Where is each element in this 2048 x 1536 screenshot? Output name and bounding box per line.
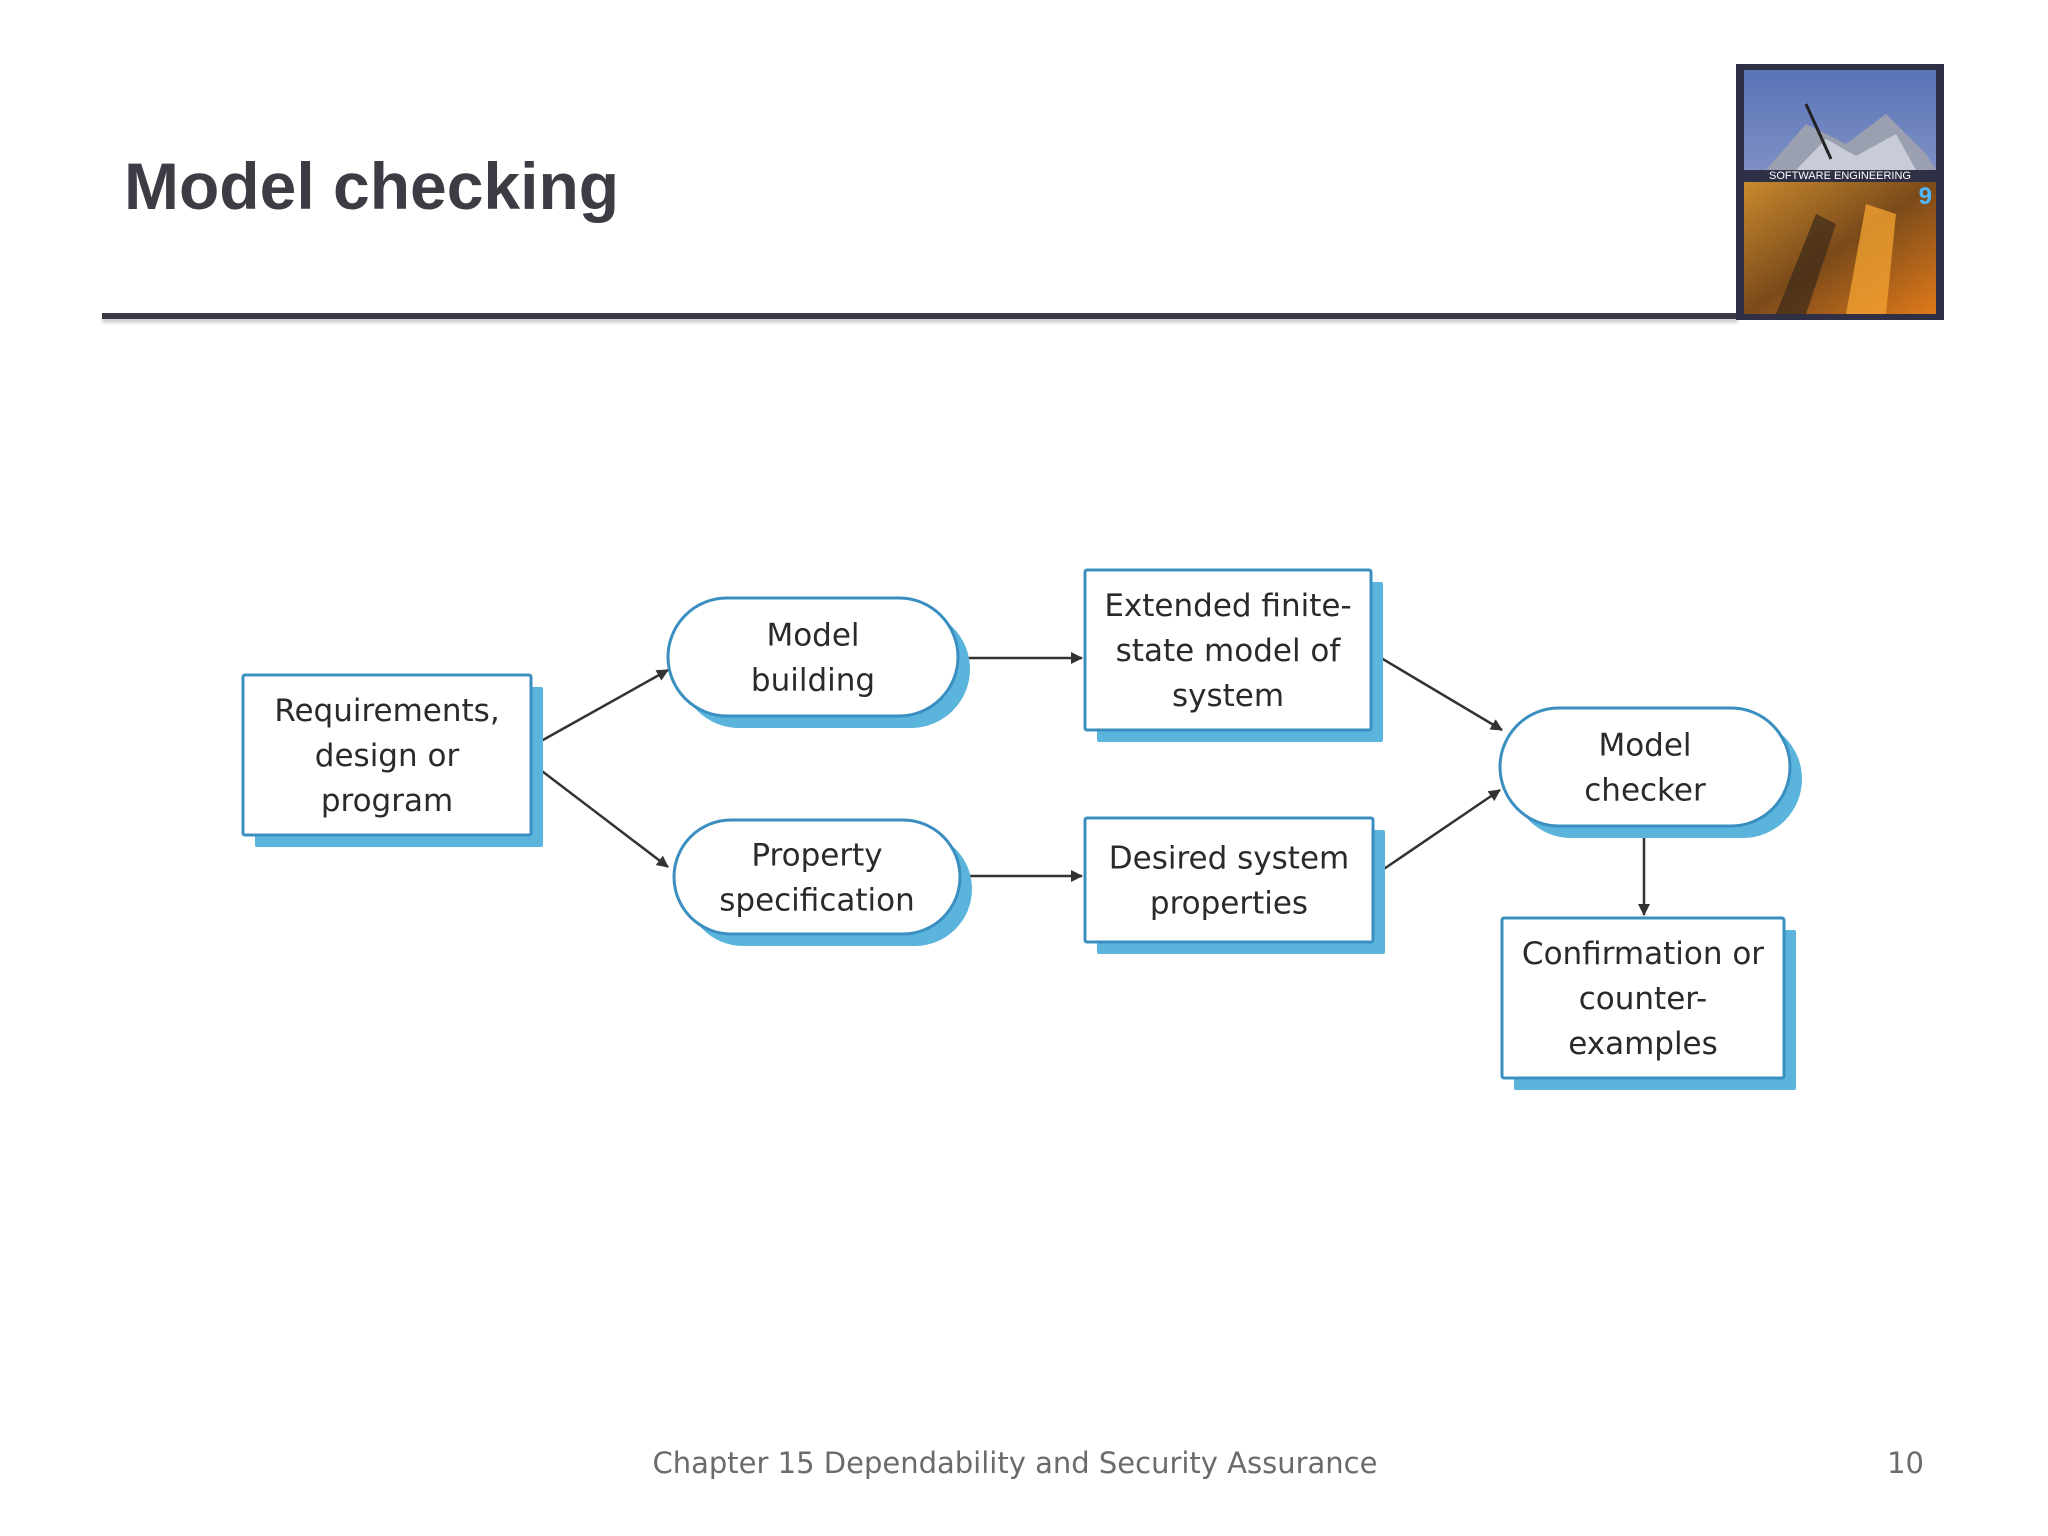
- node-label-line: design or: [315, 738, 460, 774]
- node-property-specification: Property specification: [672, 818, 972, 946]
- node-label-line: Model: [1598, 728, 1691, 764]
- node-label-line: Requirements,: [274, 693, 499, 729]
- slide-footer: Chapter 15 Dependability and Security As…: [652, 1446, 1378, 1480]
- arrow-requirements-to-model-building: [533, 668, 669, 747]
- node-model-building: Model building: [666, 596, 970, 728]
- node-label-line: Property: [751, 838, 882, 874]
- node-label-line: specification: [719, 883, 915, 919]
- node-label-line: system: [1172, 678, 1284, 714]
- diagram-edges: [533, 652, 1650, 916]
- arrow-requirements-to-property-specification: [533, 764, 669, 868]
- node-label-line: state model of: [1116, 633, 1342, 669]
- arrow-desired-properties-to-model-checker: [1377, 788, 1501, 875]
- node-label-line: properties: [1150, 886, 1308, 922]
- book-cover-edition: 9: [1919, 183, 1932, 210]
- node-desired-properties: Desired system properties: [1083, 816, 1385, 954]
- node-confirmation: Confirmation or counter-examples: [1500, 916, 1796, 1090]
- book-cover-image: SOFTWARE ENGINEERING 9: [1736, 64, 1944, 320]
- book-cover-caption: SOFTWARE ENGINEERING: [1769, 170, 1911, 182]
- node-box: [666, 596, 960, 718]
- node-label-line: counter-: [1579, 981, 1707, 1017]
- node-box: [1498, 706, 1792, 828]
- node-box: [1500, 916, 1786, 1080]
- slide-title: Model checking: [124, 149, 620, 223]
- node-label-line: Extended finite-: [1104, 588, 1351, 624]
- node-extended-fsm: Extended finite-state model of system: [1083, 568, 1383, 742]
- node-label-line: examples: [1568, 1026, 1718, 1062]
- node-box: [672, 818, 962, 936]
- node-requirements: Requirements, design or program: [241, 673, 543, 847]
- node-box: [1083, 816, 1375, 944]
- node-label-line: Confirmation or: [1522, 936, 1764, 972]
- node-label-line: Desired system: [1109, 841, 1349, 877]
- node-label-line: checker: [1584, 773, 1706, 809]
- page-number: 10: [1887, 1446, 1924, 1480]
- node-model-checker: Model checker: [1498, 706, 1802, 838]
- title-divider: [102, 313, 1738, 319]
- arrow-extended-fsm-to-model-checker: [1375, 653, 1503, 732]
- node-label-line: Model: [766, 618, 859, 654]
- diagram-nodes: Requirements, design or program Model buildi…: [241, 568, 1802, 1090]
- node-label-line: building: [751, 663, 875, 699]
- node-box: [241, 673, 533, 837]
- node-box: [1083, 568, 1373, 732]
- node-label-line: program: [321, 783, 453, 819]
